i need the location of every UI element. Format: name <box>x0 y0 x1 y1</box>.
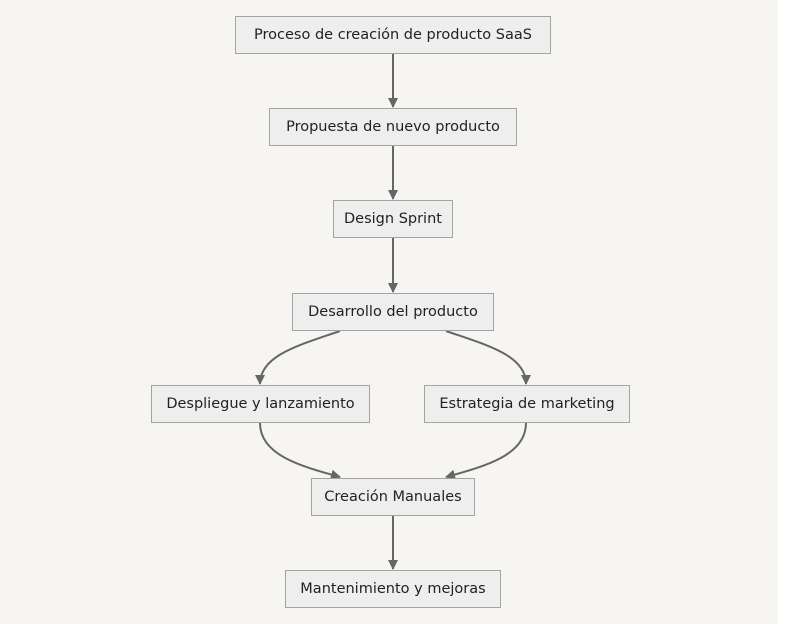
node-manuales: Creación Manuales <box>311 478 475 516</box>
edge-desarrollo-to-estrategia <box>445 330 531 385</box>
edge-estrategia-to-manuales <box>445 422 527 480</box>
node-propuesta: Propuesta de nuevo producto <box>269 108 517 146</box>
node-estrategia: Estrategia de marketing <box>424 385 630 423</box>
edge-desarrollo-to-despliegue <box>255 330 341 385</box>
node-despliegue: Despliegue y lanzamiento <box>151 385 370 423</box>
edge-despliegue-to-manuales <box>259 422 341 480</box>
node-proceso: Proceso de creación de producto SaaS <box>235 16 551 54</box>
node-design-sprint: Design Sprint <box>333 200 453 238</box>
node-desarrollo: Desarrollo del producto <box>292 293 494 331</box>
node-mantenimiento: Mantenimiento y mejoras <box>285 570 501 608</box>
